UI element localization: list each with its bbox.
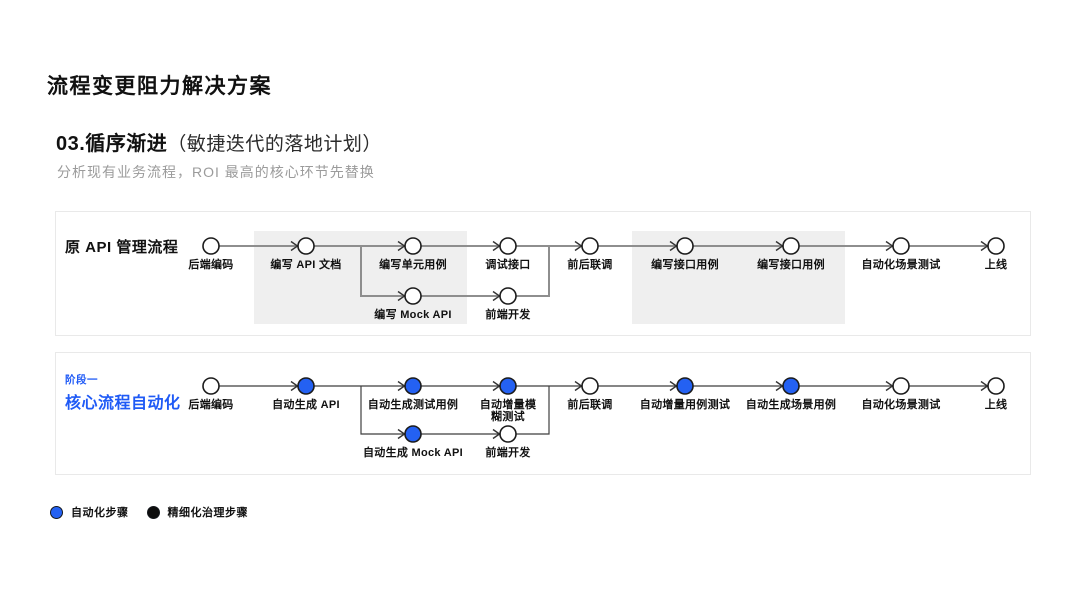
manual-step-node [892, 377, 910, 395]
auto-step-node [676, 377, 694, 395]
manual-step-node [499, 287, 517, 305]
node-label: 自动生成 API [272, 397, 340, 411]
page-title: 流程变更阻力解决方案 [47, 75, 272, 98]
flow-card-original-api: 原 API 管理流程后端编码 编写 API 文档 编写单元用例 调试接口 前后联调 编写接… [55, 211, 1031, 336]
flow-branch-line [360, 386, 550, 435]
auto-step-node [297, 377, 315, 395]
manual-step-node [404, 287, 422, 305]
flow-title-line: 阶段一 [65, 374, 98, 386]
section-description: 分析现有业务流程，ROI 最高的核心环节先替换 [57, 164, 375, 180]
node-label: 糊测试 [491, 409, 525, 423]
section-subtitle: （敏捷迭代的落地计划） [167, 134, 382, 155]
manual-step-node [676, 237, 694, 255]
node-label: 编写 API 文档 [270, 257, 341, 271]
manual-step-node [581, 237, 599, 255]
node-label: 自动增量用例测试 [640, 397, 730, 411]
auto-step-dot-icon [50, 505, 63, 519]
section-title: 03.循序渐进（敏捷迭代的落地计划） [56, 127, 382, 156]
node-label: 编写单元用例 [379, 257, 447, 271]
flow-card-phase1-automation: 阶段一核心流程自动化后端编码 自动生成 API 自动生成测试用例 自动增量模糊测试 前后… [55, 352, 1031, 475]
node-label: 前端开发 [485, 445, 531, 459]
manual-step-node [297, 237, 315, 255]
auto-step-node [404, 425, 422, 443]
node-label: 自动生成场景用例 [746, 397, 836, 411]
node-label: 前端开发 [485, 307, 531, 321]
legend-item: 精细化治理步骤 [146, 504, 249, 520]
manual-step-node [987, 377, 1005, 395]
node-label: 自动生成 Mock API [363, 445, 463, 459]
flow-title: 原 API 管理流程 [65, 236, 178, 257]
manual-step-node [404, 237, 422, 255]
section-number-title: 03.循序渐进 [56, 133, 168, 155]
manual-step-node [499, 237, 517, 255]
legend-item: 自动化步骤 [50, 504, 129, 520]
auto-step-node [404, 377, 422, 395]
flow-title-line: 原 API 管理流程 [65, 239, 179, 256]
flow-diagram: 后端编码 编写 API 文档 编写单元用例 调试接口 前后联调 编写接口用例 编写接口用例 自… [188, 231, 1008, 324]
node-label: 编写 Mock API [374, 307, 451, 321]
flow-title-line: 核心流程自动化 [65, 395, 181, 412]
node-label: 自动增量模 [480, 397, 537, 411]
node-label: 自动生成测试用例 [368, 397, 458, 411]
node-label: 编写接口用例 [757, 257, 825, 271]
manual-step-node [202, 377, 220, 395]
auto-step-node [499, 377, 517, 395]
flow-title: 阶段一核心流程自动化 [65, 372, 181, 413]
manual-step-node [987, 237, 1005, 255]
node-label: 前后联调 [567, 257, 612, 271]
node-label: 后端编码 [188, 397, 233, 411]
governance-step-dot-icon [146, 505, 160, 519]
flow-branch-line [360, 246, 550, 297]
manual-step-node [202, 237, 220, 255]
manual-step-node [581, 377, 599, 395]
node-label: 上线 [985, 397, 1008, 411]
legend: 自动化步骤 精细化治理步骤 [50, 504, 248, 520]
manual-step-node [892, 237, 910, 255]
node-label: 前后联调 [567, 397, 612, 411]
manual-step-node [782, 237, 800, 255]
node-label: 自动化场景测试 [861, 257, 940, 271]
legend-label: 自动化步骤 [71, 507, 129, 519]
node-label: 自动化场景测试 [861, 397, 940, 411]
node-label: 调试接口 [485, 257, 530, 271]
node-label: 上线 [985, 257, 1008, 271]
node-label: 编写接口用例 [651, 257, 719, 271]
legend-label: 精细化治理步骤 [167, 507, 248, 519]
highlight-region [632, 231, 845, 324]
node-label: 后端编码 [188, 257, 233, 271]
manual-step-node [499, 425, 517, 443]
auto-step-node [782, 377, 800, 395]
